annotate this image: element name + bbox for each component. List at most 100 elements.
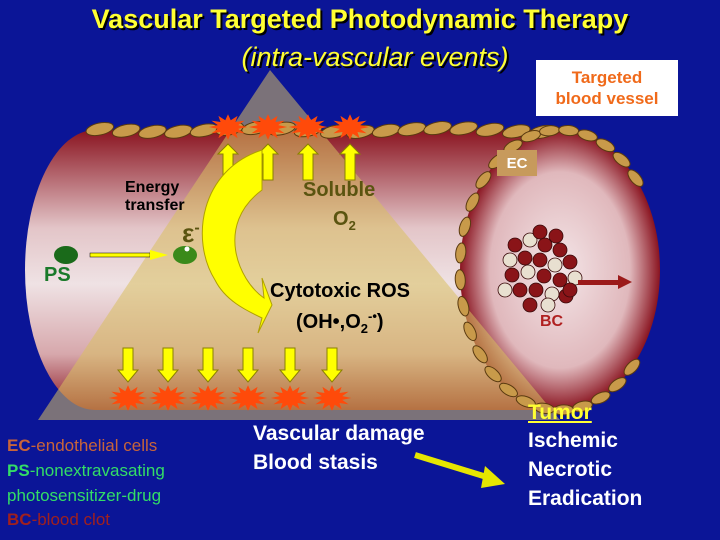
targeted-line2: blood vessel (555, 89, 659, 108)
tumor-arrow (414, 452, 505, 488)
slide-subtitle: (intra-vascular events) (241, 42, 509, 72)
arrow-shape (256, 143, 280, 181)
flare-icon (108, 385, 148, 411)
endothelial-cell (577, 129, 598, 142)
blood-cell (497, 282, 513, 298)
clot-arrow (578, 275, 632, 289)
excited-ps-icon (173, 246, 197, 264)
endothelial-cell (484, 365, 502, 383)
curved-arrow (201, 149, 273, 334)
blood-cell (562, 282, 578, 298)
blood-cell (548, 228, 564, 244)
arrow-down-icon (320, 347, 344, 383)
tumor-necrotic: Necrotic (528, 458, 613, 481)
ros-sup: -• (368, 308, 377, 324)
blood-cell (502, 252, 518, 268)
transfer-label: transfer (125, 197, 185, 214)
blood-cell (562, 254, 578, 270)
endothelial-cell (475, 122, 505, 137)
oxygen-label: O2 (333, 208, 356, 232)
blood-cell (528, 282, 544, 298)
ec-label: EC (497, 150, 537, 176)
tumor-ischemic: Ischemic (528, 429, 618, 452)
legend-ec: EC-endothelial cells (7, 437, 157, 454)
endothelial-cell (623, 358, 641, 376)
arrow-down-icon (156, 347, 180, 383)
flare-icon (148, 385, 188, 411)
ros-formula-a: (OH•,O (296, 311, 361, 333)
damage-flares (108, 114, 370, 411)
light-triangle (38, 70, 560, 420)
targeted-vessel-label: Targeted blood vessel (536, 60, 678, 116)
endothelial-cell (515, 395, 536, 408)
legend-bc: BC-blood clot (7, 511, 110, 528)
electron-symbol: ε (182, 218, 195, 248)
endothelial-cell (608, 377, 627, 393)
blood-cell (532, 224, 548, 240)
electron-charge: - (194, 219, 200, 237)
legend-ps-cont: photosensitizer-drug (7, 486, 162, 505)
flare-icon (208, 114, 248, 140)
flare-icon (288, 114, 328, 140)
legend-ec-abbr: EC (7, 436, 31, 455)
arrow-up-icon (256, 143, 280, 181)
endothelial-cell (164, 124, 193, 139)
o2-sub: 2 (348, 218, 356, 233)
ros-sub: 2 (360, 321, 369, 336)
endothelial-cell (499, 382, 518, 398)
legend-ec-text: -endothelial cells (30, 436, 158, 455)
legend-bc-abbr: BC (7, 510, 32, 529)
blood-cell (504, 267, 520, 283)
arrow-shape (296, 143, 320, 181)
energy-label: Energy (125, 179, 180, 196)
ps-label: PS (44, 264, 71, 286)
arrow-shape (236, 347, 260, 383)
arrow-shape (278, 347, 302, 383)
blood-cell (507, 237, 523, 253)
tumor-eradication: Eradication (528, 487, 643, 510)
arrow-shape (196, 347, 220, 383)
ros-formula: (OH•,O2-•) (296, 309, 384, 335)
flare-icon (188, 385, 228, 411)
o2-text: O (333, 208, 349, 230)
endothelial-cell (595, 138, 616, 153)
slide-title: Vascular Targeted Photodynamic Therapy (91, 4, 629, 34)
effect-vascular-damage: Vascular damage (253, 422, 425, 445)
soluble-label: Soluble (303, 179, 376, 201)
arrow-down-icon (236, 347, 260, 383)
arrow-down-icon (278, 347, 302, 383)
electron-label: ε- (182, 220, 200, 246)
blood-cell (536, 268, 552, 284)
blood-cell (540, 297, 556, 313)
flare-icon (330, 114, 370, 140)
blood-cell (520, 264, 536, 280)
arrow-shape (156, 347, 180, 383)
flare-icon (248, 114, 288, 140)
endothelial-cell (455, 242, 467, 264)
endothelial-cell (612, 151, 631, 168)
flare-icon (312, 385, 352, 411)
targeted-line1: Targeted (571, 67, 643, 87)
blood-cell (552, 272, 568, 288)
endothelial-cell (138, 124, 167, 139)
endothelial-cell (85, 121, 115, 137)
arrow-shape (116, 347, 140, 383)
ros-formula-b: ) (376, 311, 384, 333)
endothelial-cell (627, 169, 644, 187)
endothelial-cell (472, 345, 488, 364)
spark-icon (184, 246, 190, 252)
arrow-down-icon (196, 347, 220, 383)
bc-label: BC (540, 313, 564, 330)
endothelial-cells (85, 120, 644, 416)
transfer-arrow (89, 250, 168, 260)
endothelial-cell (457, 295, 470, 317)
blood-cell (552, 242, 568, 258)
endothelial-cell (458, 216, 472, 237)
blood-cell (522, 232, 538, 248)
arrow-shape (338, 143, 362, 181)
endothelial-cell (454, 269, 466, 291)
legend-bc-text: -blood clot (31, 510, 110, 529)
tumor-heading: Tumor (528, 401, 592, 424)
endothelial-cell (463, 321, 477, 342)
